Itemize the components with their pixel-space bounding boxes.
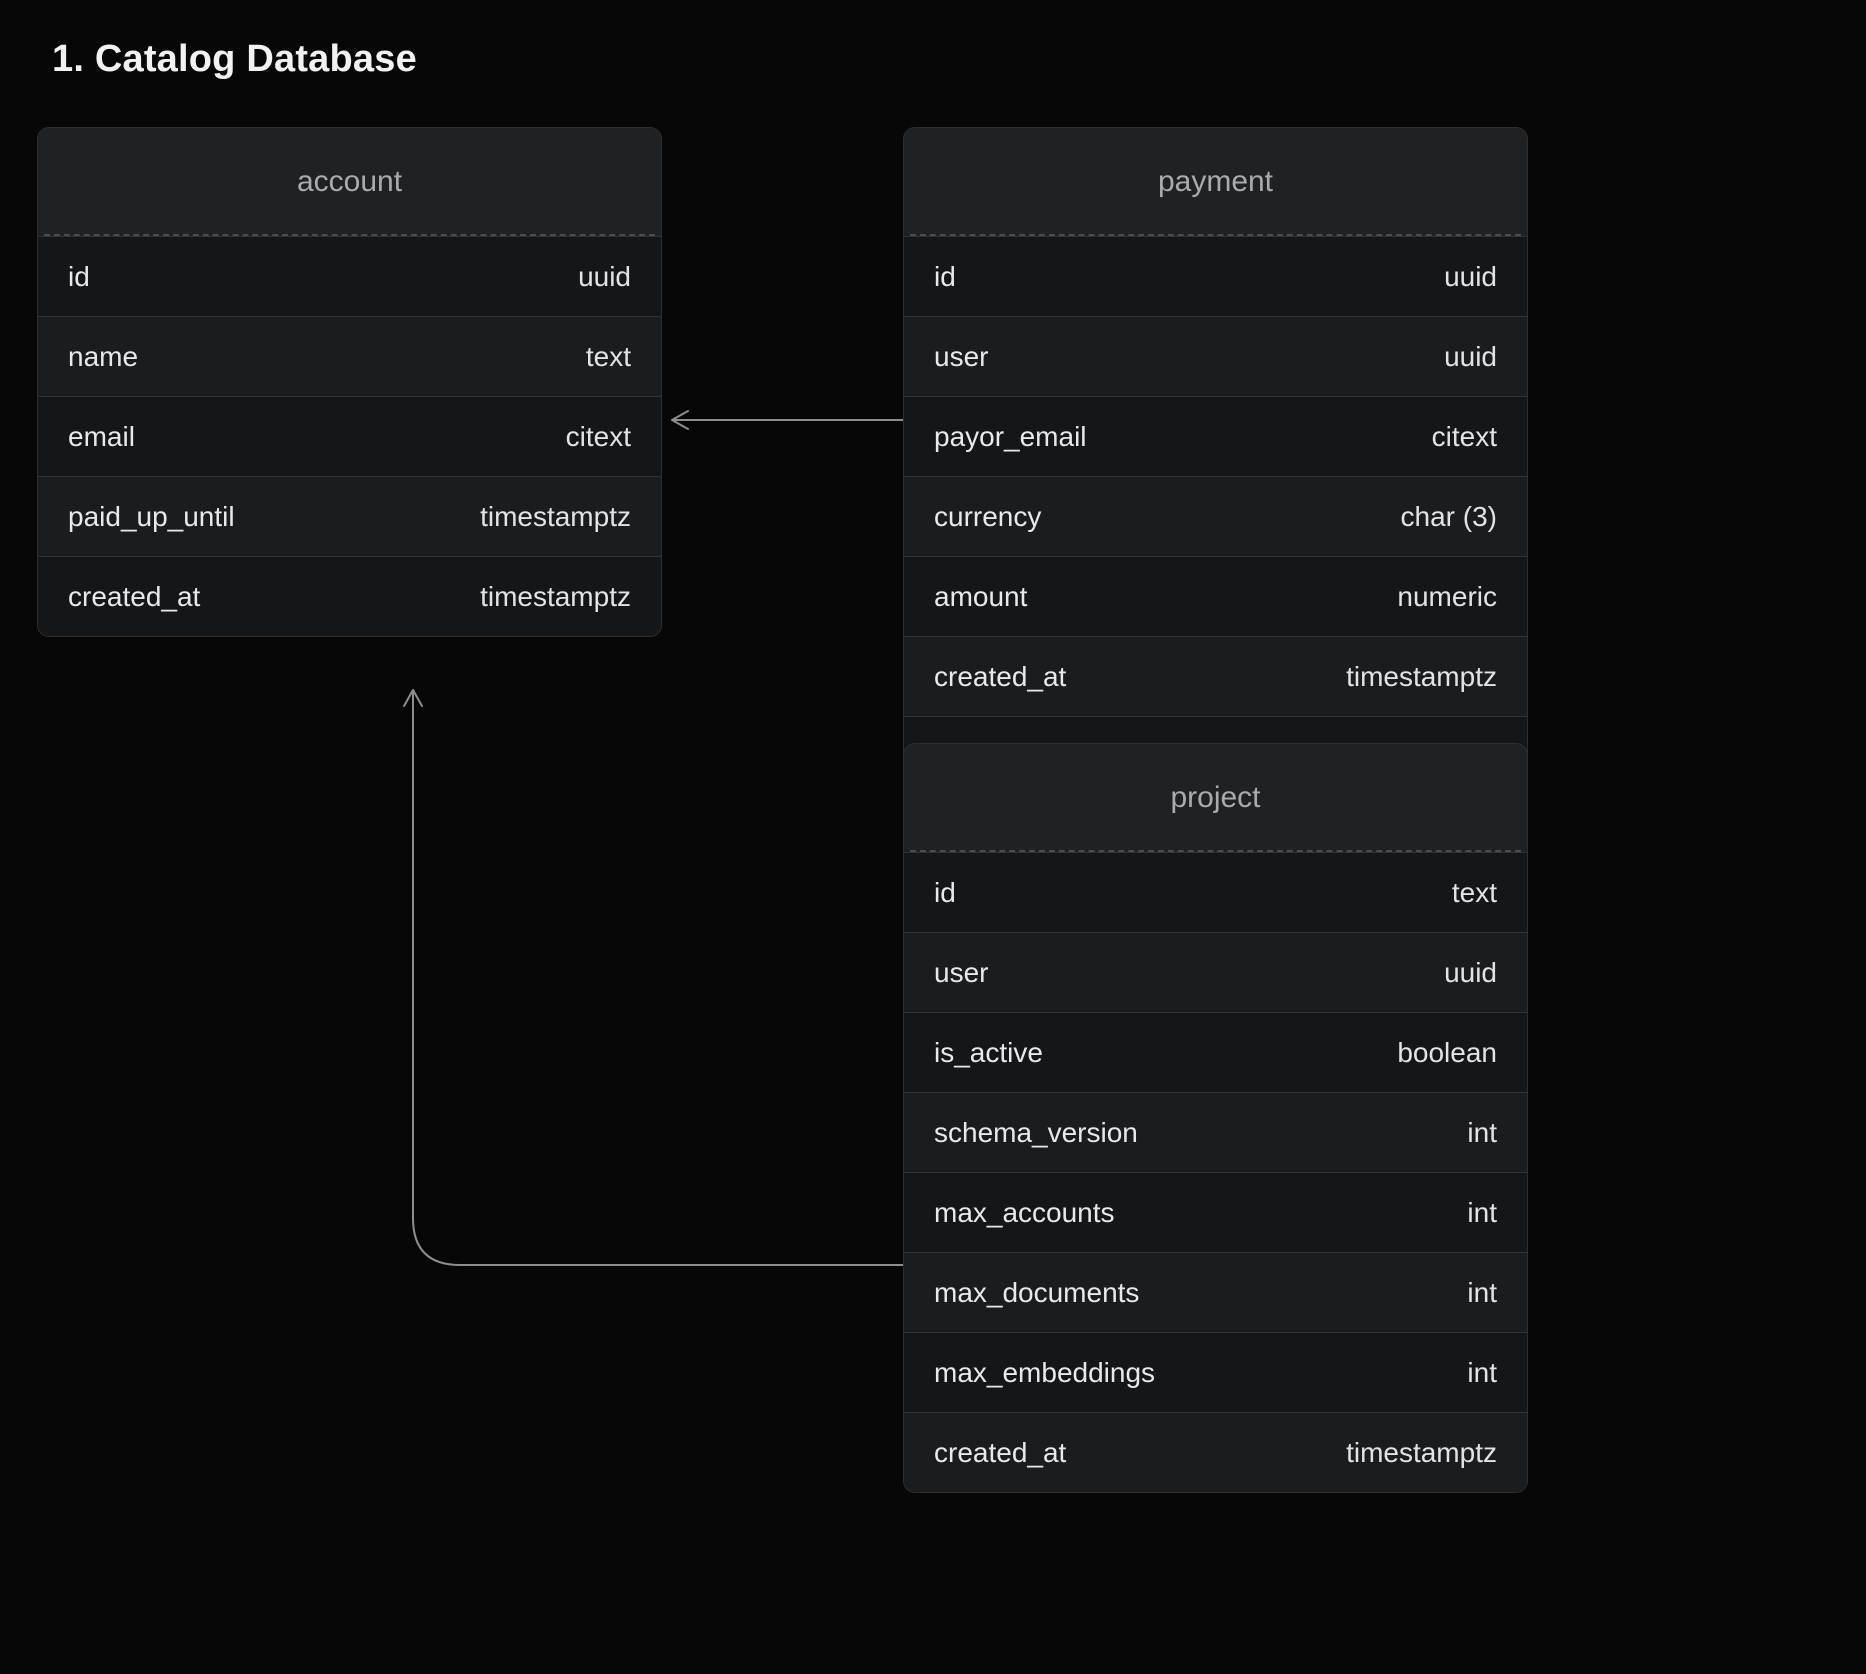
field-type: timestamptz [480, 500, 631, 532]
field-name: payor_email [934, 420, 1087, 452]
table-row[interactable]: schema_version int [904, 1092, 1527, 1172]
field-type: uuid [1444, 340, 1497, 372]
field-name: id [934, 260, 956, 292]
table-row[interactable]: max_documents int [904, 1252, 1527, 1332]
field-name: email [68, 420, 135, 452]
field-name: created_at [68, 580, 201, 612]
table-row[interactable]: max_embeddings int [904, 1332, 1527, 1412]
field-type: uuid [1444, 260, 1497, 292]
field-type: char (3) [1400, 500, 1497, 532]
table-row[interactable]: max_accounts int [904, 1172, 1527, 1252]
table-row[interactable]: created_at timestamptz [38, 556, 661, 636]
field-type: timestamptz [480, 580, 631, 612]
relationship-payment-to-account [671, 410, 903, 430]
field-type: uuid [1444, 956, 1497, 988]
relationship-project-to-account [403, 689, 903, 1266]
field-type: boolean [1397, 1036, 1497, 1068]
table-row[interactable]: id uuid [38, 236, 661, 316]
table-row[interactable]: id uuid [904, 236, 1527, 316]
table-row[interactable]: created_at timestamptz [904, 1412, 1527, 1492]
table-card-project[interactable]: project id text user uuid is_active bool… [903, 743, 1528, 1493]
field-name: is_active [934, 1036, 1043, 1068]
field-name: user [934, 340, 989, 372]
field-name: created_at [934, 1436, 1067, 1468]
table-row[interactable]: email citext [38, 396, 661, 476]
field-type: text [585, 340, 631, 372]
field-name: paid_up_until [68, 500, 235, 532]
table-title-account: account [38, 128, 661, 236]
table-card-payment[interactable]: payment id uuid user uuid payor_email ci… [903, 127, 1528, 797]
field-type: int [1467, 1116, 1497, 1148]
field-type: int [1467, 1196, 1497, 1228]
table-row[interactable]: user uuid [904, 316, 1527, 396]
field-name: name [68, 340, 139, 372]
field-name: id [68, 260, 90, 292]
table-row[interactable]: user uuid [904, 932, 1527, 1012]
field-type: timestamptz [1346, 1436, 1497, 1468]
field-type: citext [565, 420, 631, 452]
field-type: uuid [578, 260, 631, 292]
field-name: schema_version [934, 1116, 1138, 1148]
field-type: citext [1431, 420, 1497, 452]
field-name: max_embeddings [934, 1356, 1156, 1388]
page-title: 1. Catalog Database [52, 38, 417, 80]
field-type: int [1467, 1276, 1497, 1308]
table-row[interactable]: currency char (3) [904, 476, 1527, 556]
field-name: currency [934, 500, 1042, 532]
table-row[interactable]: amount numeric [904, 556, 1527, 636]
field-type: text [1451, 876, 1497, 908]
table-row[interactable]: paid_up_until timestamptz [38, 476, 661, 556]
table-title-project: project [904, 744, 1527, 852]
table-row[interactable]: is_active boolean [904, 1012, 1527, 1092]
table-row[interactable]: id text [904, 852, 1527, 932]
field-name: id [934, 876, 956, 908]
field-type: int [1467, 1356, 1497, 1388]
table-row[interactable]: name text [38, 316, 661, 396]
table-row[interactable]: created_at timestamptz [904, 636, 1527, 716]
field-type: timestamptz [1346, 660, 1497, 692]
table-row[interactable]: payor_email citext [904, 396, 1527, 476]
table-card-account[interactable]: account id uuid name text email citext p… [37, 127, 662, 637]
field-name: user [934, 956, 989, 988]
field-name: max_documents [934, 1276, 1140, 1308]
field-type: numeric [1397, 580, 1497, 612]
field-name: amount [934, 580, 1028, 612]
field-name: max_accounts [934, 1196, 1115, 1228]
table-title-payment: payment [904, 128, 1527, 236]
field-name: created_at [934, 660, 1067, 692]
